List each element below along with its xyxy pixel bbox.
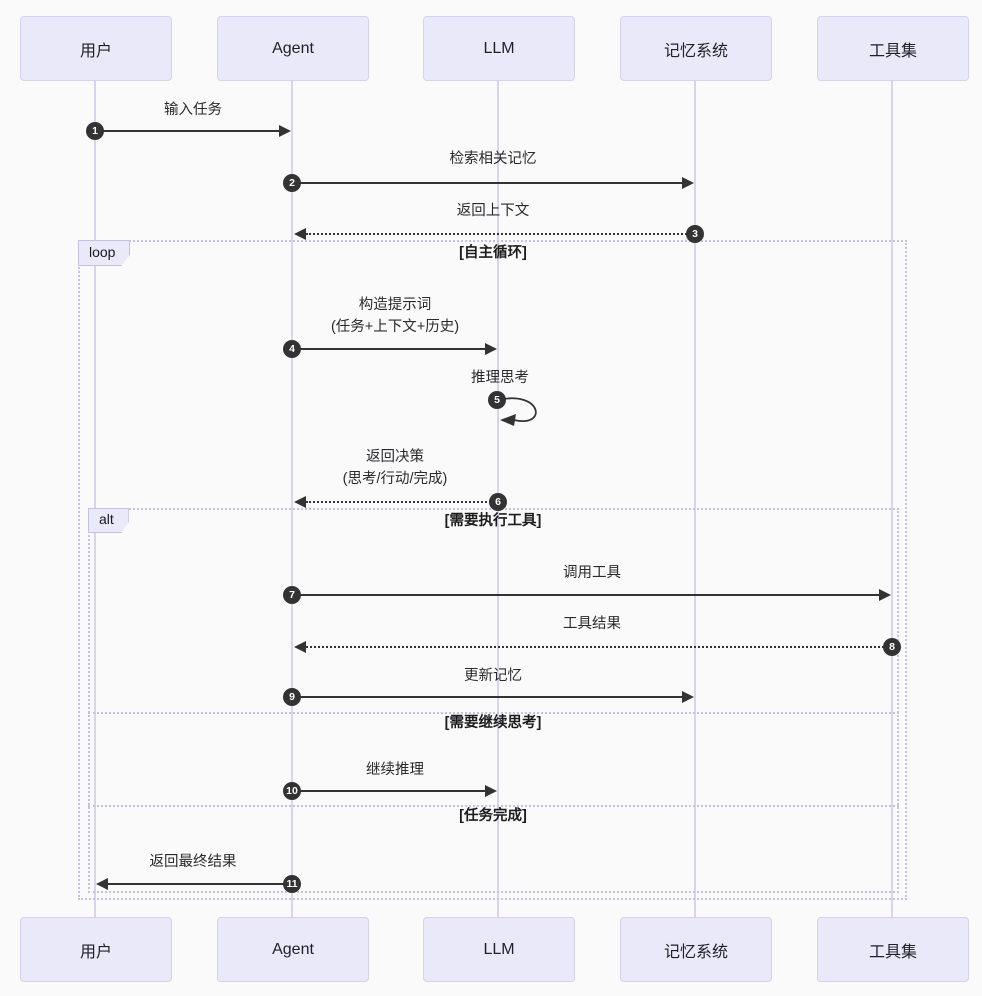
message-4-label-line2: (任务+上下文+历史) (330, 319, 460, 335)
actor-agent-bottom: Agent (217, 917, 369, 982)
alt-condition-label: [需要执行工具] (444, 513, 542, 529)
message-3-number-badge: 3 (686, 225, 704, 243)
message-7-number-badge: 7 (283, 586, 301, 604)
message-6-label-line1: 返回决策 (366, 449, 424, 465)
message-6-label-line2: (思考/行动/完成) (342, 471, 448, 487)
alt-divider-1 (88, 712, 899, 714)
message-1-arrow (95, 130, 281, 132)
message-3-label: 返回上下文 (456, 203, 530, 219)
message-5-label: 推理思考 (471, 370, 529, 386)
message-5-number-badge: 5 (488, 391, 506, 409)
message-8-arrow (306, 646, 892, 648)
alt-divider-2 (88, 805, 899, 807)
actor-tools-top: 工具集 (817, 16, 969, 81)
message-4-number-badge: 4 (283, 340, 301, 358)
arrowhead-right-icon (485, 343, 497, 355)
actor-user-bottom: 用户 (20, 917, 172, 982)
loop-frame-label: loop (89, 243, 116, 260)
message-4-label: 构造提示词 (任务+上下文+历史) (245, 294, 545, 338)
message-7-label: 调用工具 (563, 565, 621, 581)
message-6-number-badge: 6 (489, 493, 507, 511)
arrowhead-right-icon (682, 177, 694, 189)
message-4-arrow (292, 348, 485, 350)
lifeline-tools (891, 81, 893, 917)
message-4-label-line1: 构造提示词 (358, 297, 432, 313)
arrowhead-left-icon (294, 496, 306, 508)
message-8-label: 工具结果 (563, 616, 621, 632)
message-3-arrow (306, 233, 695, 235)
actor-tools-bottom: 工具集 (817, 917, 969, 982)
arrowhead-left-icon (294, 641, 306, 653)
arrowhead-right-icon (682, 691, 694, 703)
message-8-number-badge: 8 (883, 638, 901, 656)
lifeline-memory (694, 81, 696, 917)
message-11-label: 返回最终结果 (149, 854, 237, 870)
message-11-arrow (108, 883, 292, 885)
message-1-label: 输入任务 (164, 102, 222, 118)
actor-user-top: 用户 (20, 16, 172, 81)
loop-condition-label: [自主循环] (459, 245, 527, 261)
message-9-arrow (292, 696, 684, 698)
lifeline-agent (291, 81, 293, 917)
message-6-label: 返回决策 (思考/行动/完成) (245, 446, 545, 490)
actor-agent-top: Agent (217, 16, 369, 81)
message-2-arrow (292, 182, 684, 184)
lifeline-user (94, 81, 96, 917)
message-1-number-badge: 1 (86, 122, 104, 140)
arrowhead-right-icon (279, 125, 291, 137)
message-10-number-badge: 10 (283, 782, 301, 800)
actor-llm-bottom: LLM (423, 917, 575, 982)
message-6-arrow (306, 501, 498, 503)
actor-memory-top: 记忆系统 (620, 16, 772, 81)
message-11-number-badge: 11 (283, 875, 301, 893)
alt-divider-2-label: [任务完成] (459, 808, 527, 824)
alt-frame-tab: alt (88, 508, 129, 533)
actor-memory-bottom: 记忆系统 (620, 917, 772, 982)
alt-frame-label: alt (99, 511, 114, 527)
arrowhead-right-icon (485, 785, 497, 797)
arrowhead-left-icon (294, 228, 306, 240)
message-2-label: 检索相关记忆 (449, 151, 537, 167)
message-7-arrow (292, 594, 879, 596)
message-9-number-badge: 9 (283, 688, 301, 706)
message-10-label: 继续推理 (366, 762, 424, 778)
message-10-arrow (292, 790, 485, 792)
alt-divider-1-label: [需要继续思考] (444, 715, 542, 731)
loop-frame (78, 240, 907, 900)
message-2-number-badge: 2 (283, 174, 301, 192)
arrowhead-right-icon (879, 589, 891, 601)
self-loop-arrow-icon (497, 397, 537, 426)
loop-frame-tab: loop (78, 240, 131, 266)
actor-llm-top: LLM (423, 16, 575, 81)
message-9-label: 更新记忆 (464, 668, 522, 684)
arrowhead-left-icon (96, 878, 108, 890)
